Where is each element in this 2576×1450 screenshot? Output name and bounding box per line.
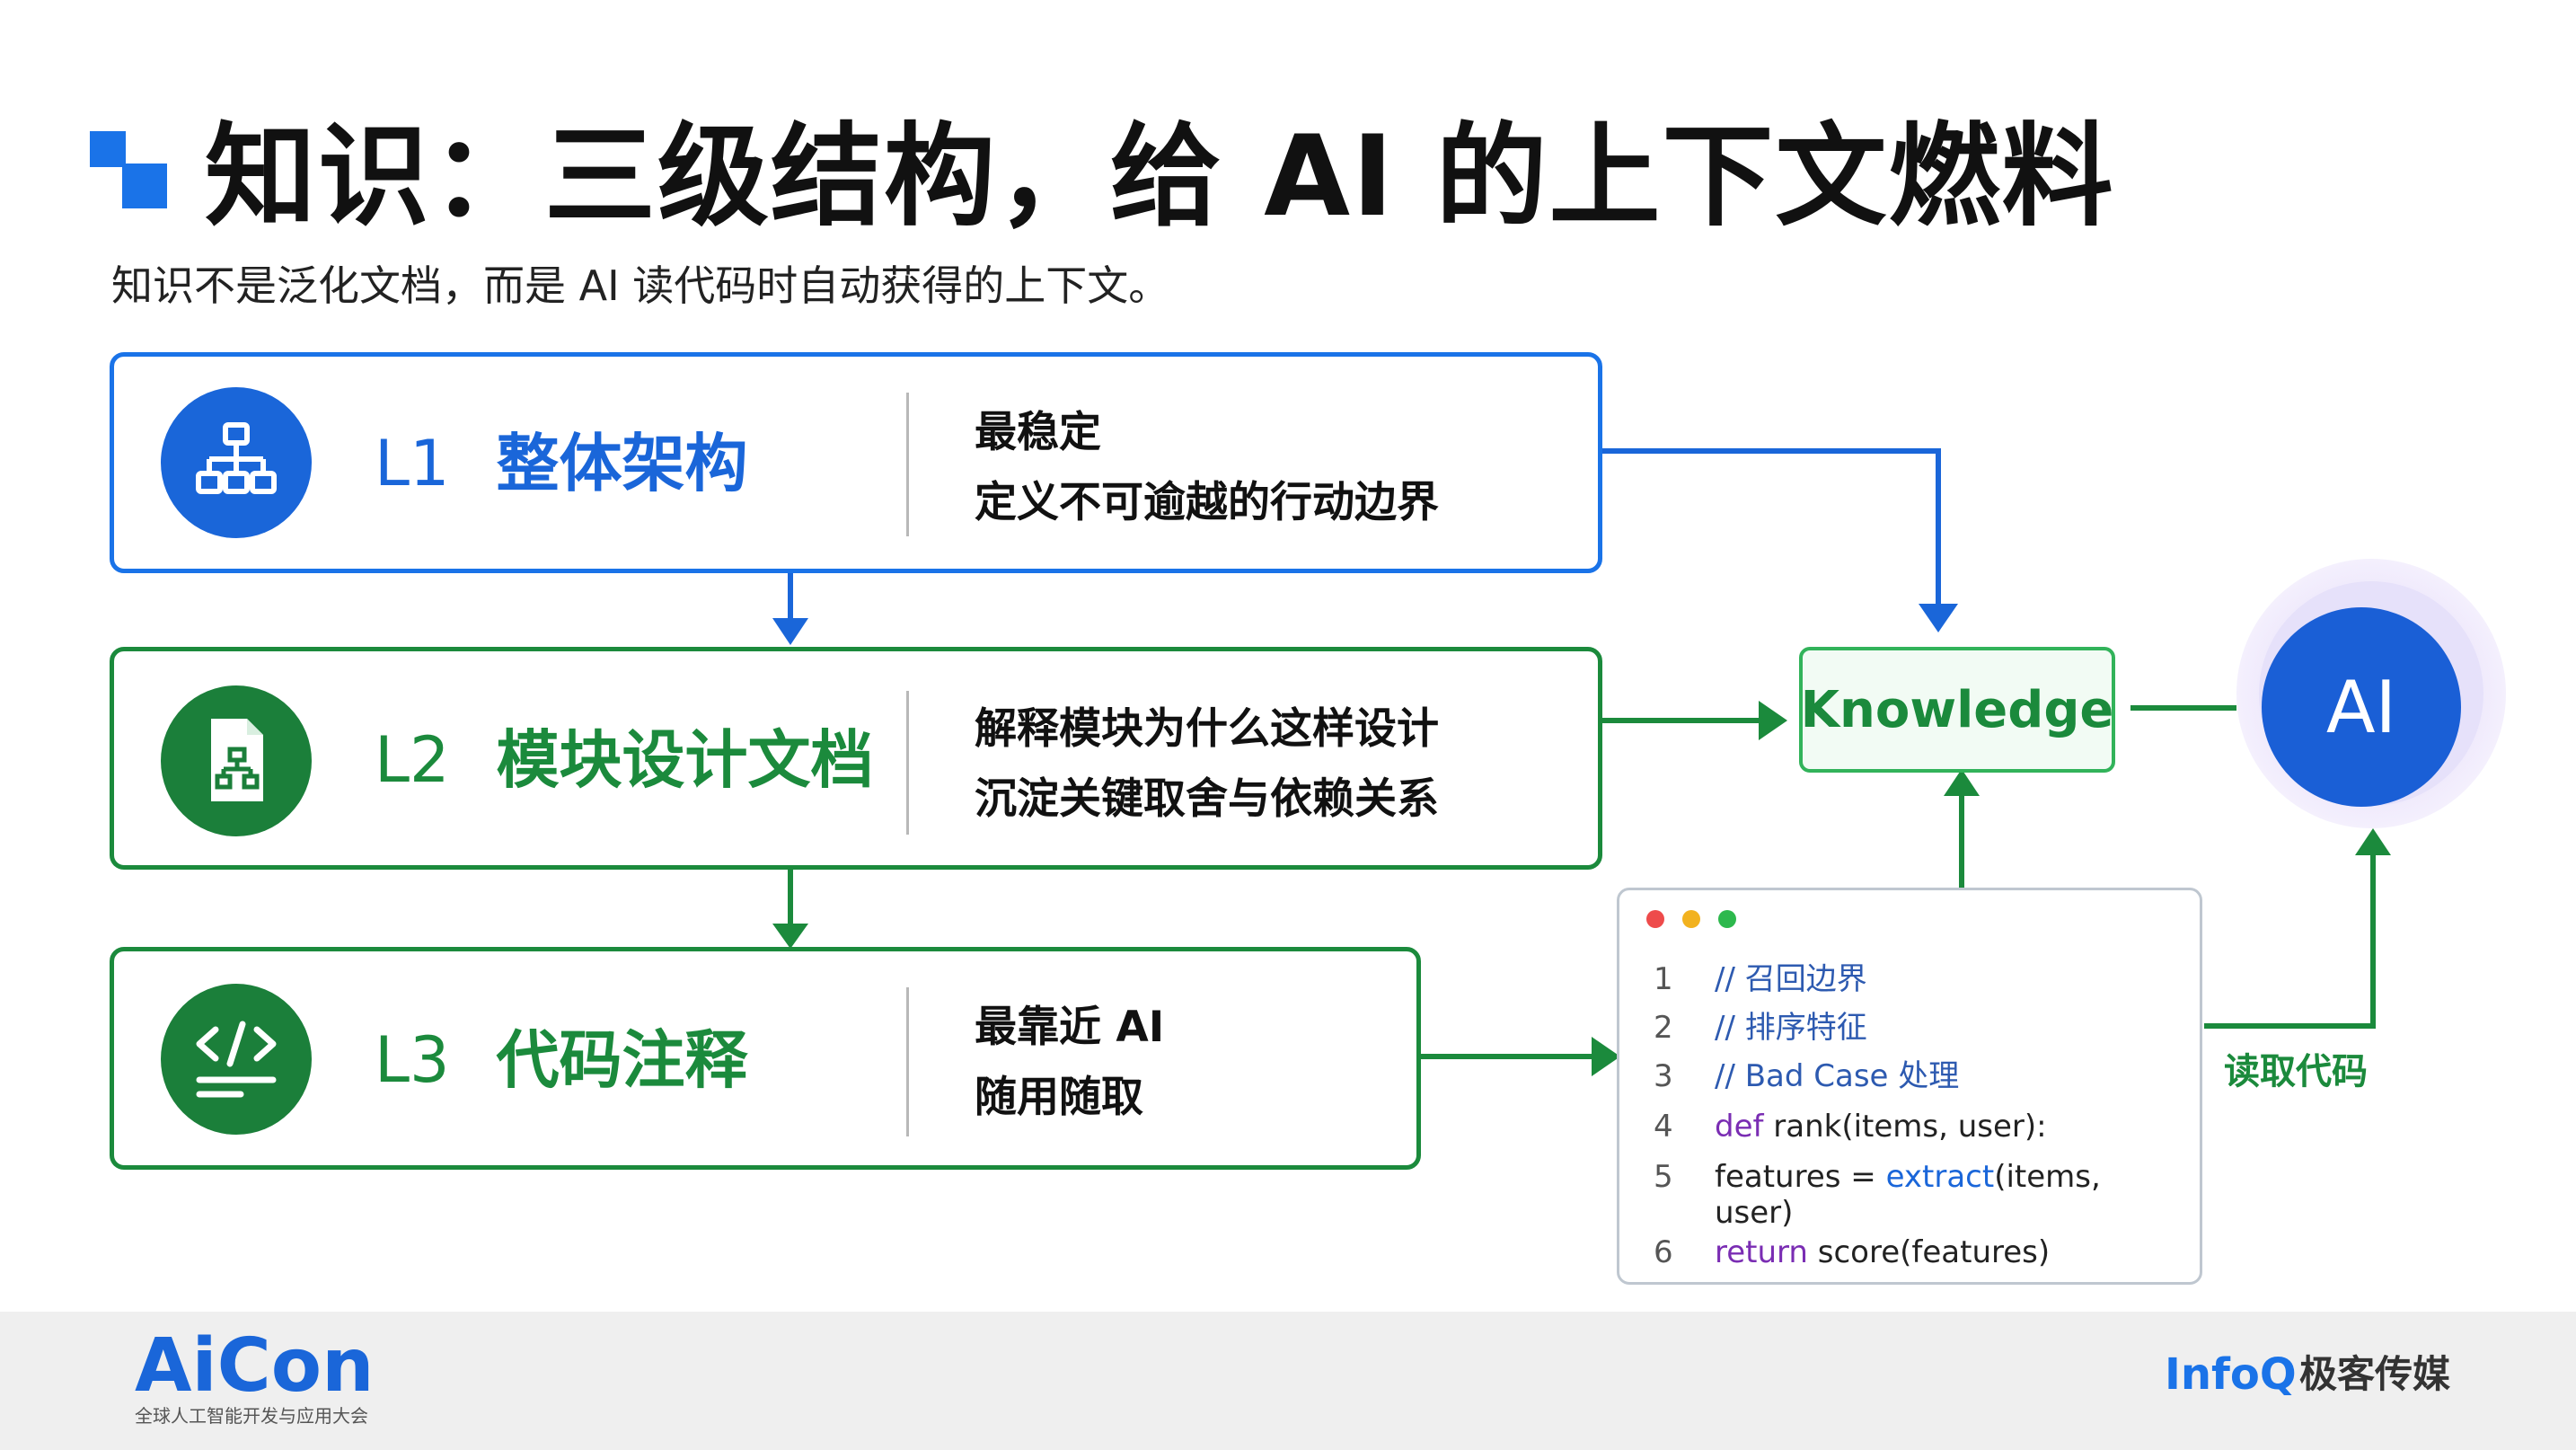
level-desc-line2: 定义不可逾越的行动边界: [975, 478, 1439, 527]
level-name: 整体架构: [496, 427, 748, 500]
level-title-l1: L1 整体架构: [375, 423, 748, 504]
level-card-l3: L3 代码注释 最靠近 AI 随用随取: [110, 947, 1421, 1170]
connector-arrows: [772, 448, 2391, 1076]
geek-media-logo: 极客传媒: [2299, 1352, 2451, 1396]
level-code: L3: [375, 1023, 450, 1097]
window-close-dot: [1646, 910, 1664, 928]
code-line-3: 3// Bad Case 处理: [1654, 1058, 1960, 1094]
arrow-code-to-knowledge: [1944, 769, 1980, 888]
document-diagram-icon: [161, 685, 312, 836]
infoq-logo: InfoQ: [2165, 1349, 2297, 1400]
level-desc-line1: 最靠近 AI: [975, 1003, 1165, 1052]
window-minimize-dot: [1682, 910, 1700, 928]
arrow-l1-to-l2: [772, 571, 808, 645]
code-line-5-cont: user): [1715, 1195, 1794, 1231]
aicon-logo: AiCon: [135, 1323, 375, 1409]
level-desc-line2: 沉淀关键取舍与依赖关系: [975, 774, 1439, 824]
level-name: 模块设计文档: [496, 723, 874, 797]
code-line-1: 1// 召回边界: [1654, 961, 1867, 997]
read-code-label: 读取代码: [2224, 1051, 2368, 1092]
arrow-l1-to-knowledge: [1601, 448, 1958, 632]
level-card-l1: L1 整体架构 最稳定 定义不可逾越的行动边界: [110, 352, 1602, 573]
level-desc-line1: 解释模块为什么这样设计: [975, 704, 1439, 754]
window-maximize-dot: [1718, 910, 1736, 928]
code-icon: [161, 984, 312, 1135]
level-desc: 最稳定 定义不可逾越的行动边界: [975, 398, 1439, 538]
level-title-l2: L2 模块设计文档: [375, 720, 874, 800]
footer: [0, 1312, 2576, 1450]
level-desc-line1: 最稳定: [975, 408, 1101, 457]
arrow-l3-to-code: [1419, 1037, 1620, 1076]
code-line-2: 2// 排序特征: [1654, 1010, 1867, 1046]
level-title-l3: L3 代码注释: [375, 1020, 748, 1101]
level-card-l2: L2 模块设计文档 解释模块为什么这样设计 沉淀关键取舍与依赖关系: [110, 647, 1602, 870]
divider: [906, 987, 909, 1136]
aicon-subtitle: 全球人工智能开发与应用大会: [135, 1405, 368, 1427]
level-desc: 解释模块为什么这样设计 沉淀关键取舍与依赖关系: [975, 694, 1439, 835]
arrow-l2-to-knowledge: [1601, 701, 1787, 740]
ai-circle: AI: [2262, 607, 2461, 807]
level-desc-line2: 随用随取: [975, 1073, 1143, 1122]
level-name: 代码注释: [496, 1023, 748, 1097]
title-mark-icon: [90, 131, 169, 210]
level-code: L1: [375, 427, 450, 500]
arrow-l2-to-l3: [772, 870, 808, 949]
knowledge-box: Knowledge: [1799, 647, 2115, 773]
divider: [906, 691, 909, 835]
hierarchy-icon: [161, 387, 312, 538]
page-subtitle: 知识不是泛化文档，而是 AI 读代码时自动获得的上下文。: [111, 261, 1170, 310]
level-desc: 最靠近 AI 随用随取: [975, 993, 1164, 1133]
arrow-code-to-ai: [2204, 828, 2391, 1029]
divider: [906, 393, 909, 536]
page-title: 知识：三级结构，给 AI 的上下文燃料: [205, 112, 2115, 242]
level-code: L2: [375, 723, 450, 797]
